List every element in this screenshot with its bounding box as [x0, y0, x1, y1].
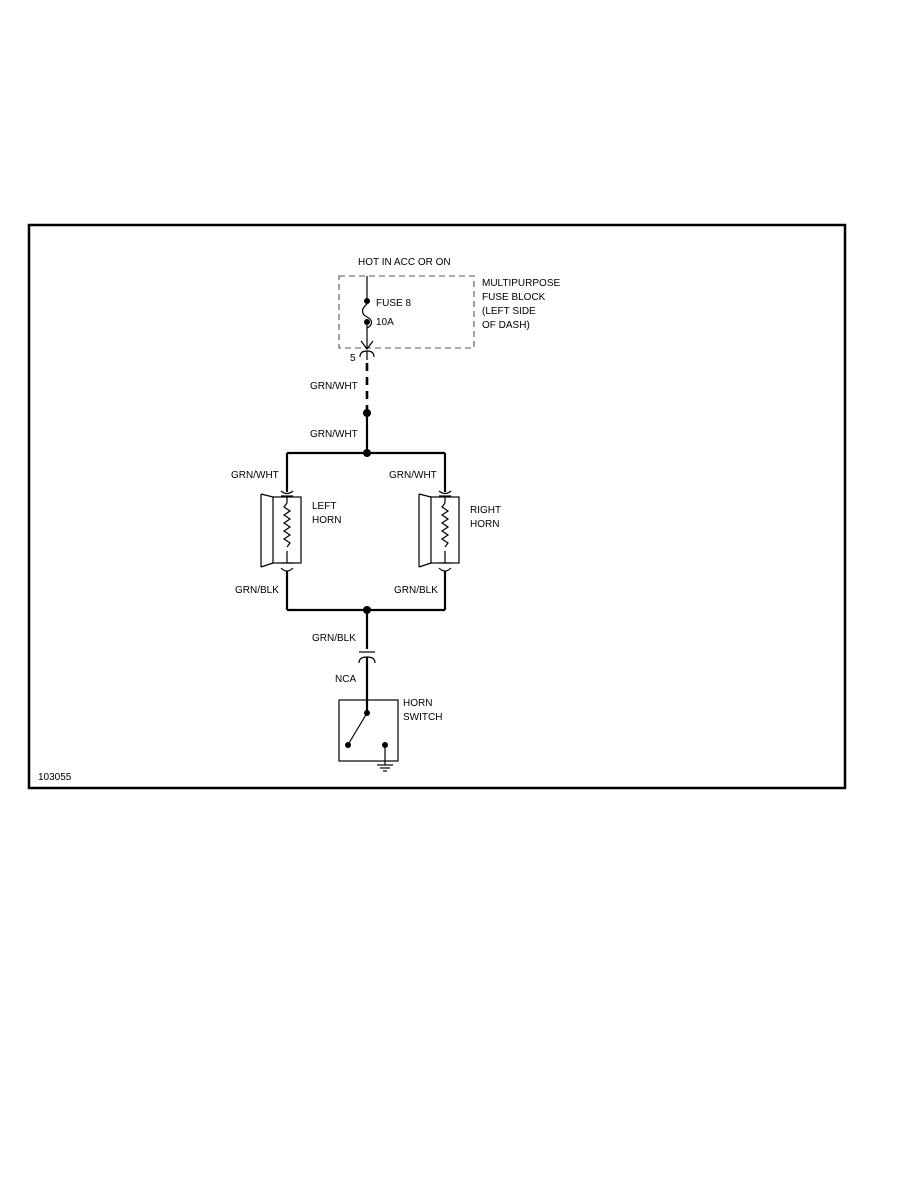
wire-label-right-horn-out: GRN/BLK — [394, 585, 438, 596]
right-horn-symbol — [418, 490, 460, 572]
horn-switch-box — [338, 699, 399, 762]
splice-top — [363, 449, 371, 457]
fuse-block-label-line1: MULTIPURPOSE — [482, 278, 560, 289]
right-horn-label-line1: RIGHT — [470, 505, 501, 516]
fuse-block-label-line4: OF DASH) — [482, 320, 530, 331]
wire-label-feed-lower: GRN/WHT — [310, 429, 358, 440]
fuse-block-label-line3: (LEFT SIDE — [482, 306, 536, 317]
left-horn-label-line1: LEFT — [312, 501, 336, 512]
wire-label-right-horn-in: GRN/WHT — [389, 470, 437, 481]
wire-label-switch-feed: GRN/BLK — [312, 633, 356, 644]
fuse-block-box — [338, 275, 475, 349]
ground-symbol — [377, 761, 393, 772]
horn-switch-symbol — [345, 710, 388, 762]
wire-label-left-horn-out: GRN/BLK — [235, 585, 279, 596]
right-horn-label-line2: HORN — [470, 519, 499, 530]
supply-label: HOT IN ACC OR ON — [358, 257, 451, 268]
fuse-block-label-line2: FUSE BLOCK — [482, 292, 546, 303]
diagram-frame — [27, 223, 847, 790]
left-horn-symbol — [260, 490, 302, 572]
splice-upper — [363, 409, 371, 417]
horn-switch-label-line2: SWITCH — [403, 712, 442, 723]
wire-label-left-horn-in: GRN/WHT — [231, 470, 279, 481]
fuse-name: FUSE 8 — [376, 298, 411, 309]
fuse-rating: 10A — [376, 317, 394, 328]
horn-switch-label-line1: HORN — [403, 698, 432, 709]
fuse-block-terminal: 5 — [350, 353, 356, 364]
wire-label-feed-upper: GRN/WHT — [310, 381, 358, 392]
fuse-block-connector — [359, 340, 375, 360]
connector-label: NCA — [335, 674, 356, 685]
diagram-id: 103055 — [38, 772, 72, 783]
left-horn-label-line2: HORN — [312, 515, 341, 526]
fuse-symbol — [361, 276, 373, 349]
